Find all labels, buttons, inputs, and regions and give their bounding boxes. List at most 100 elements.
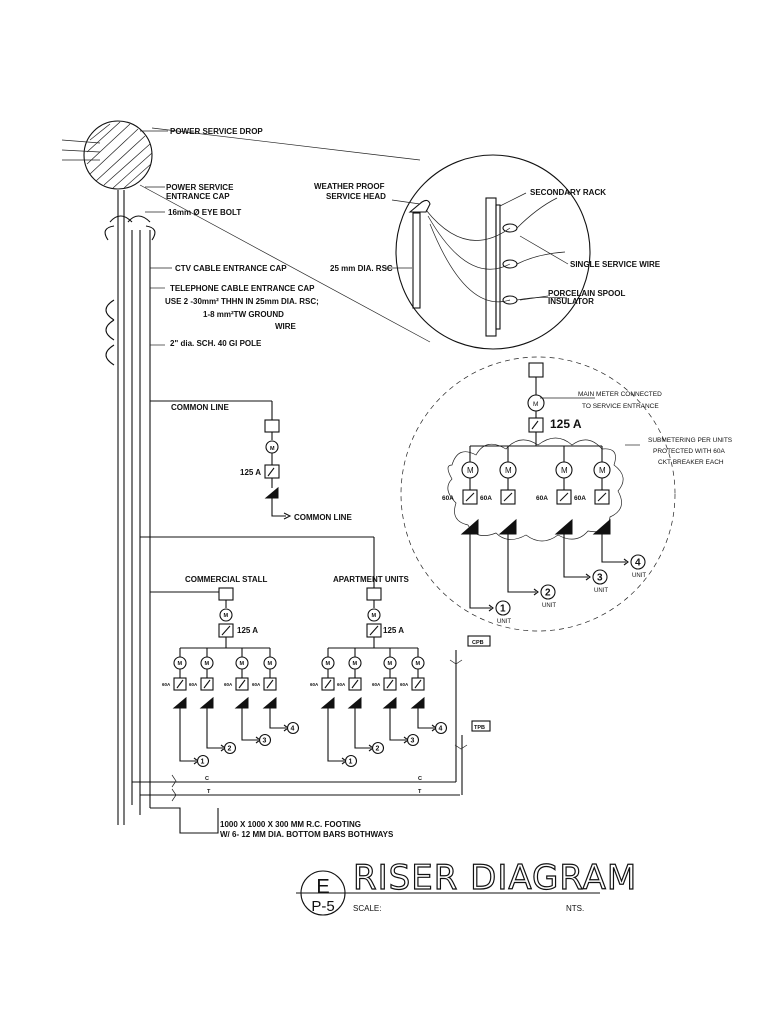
stall-meter-symbol: M (224, 613, 229, 619)
service-head-detail (385, 154, 591, 350)
detail-branch-2-unit-number: 2 (545, 588, 551, 599)
stall-branch-4-meter-symbol: M (268, 661, 273, 667)
service-drop-hatched-circle (83, 120, 153, 190)
label-main-meter-1: MAIN METER CONNECTED (578, 391, 662, 398)
apt-branch-1-unit-number: 1 (349, 759, 353, 766)
main-breaker-box (528, 417, 544, 433)
detail-branch-2-unit-label: UNIT (542, 603, 556, 609)
apt-branch-4-rating: 60A (400, 682, 409, 687)
apt-top-box (366, 587, 382, 601)
detail-branch-2-breaker-contact (503, 492, 513, 502)
apt-branch-4-breaker-contact (414, 679, 422, 689)
label-entrance-cap-2: ENTRANCE CAP (166, 192, 230, 201)
apt-branch-2-unit-number: 2 (376, 746, 380, 753)
label-power-service-drop: POWER SERVICE DROP (170, 127, 263, 136)
detail-branch-3-arrow (585, 573, 591, 581)
sheet-letter: E (316, 876, 329, 898)
apt-branch-4-meter-symbol: M (416, 661, 421, 667)
main-breaker-rating: 125 A (550, 417, 582, 431)
stall-branch-4-breaker-contact (266, 679, 274, 689)
apt-branch-1-rating: 60A (310, 682, 319, 687)
stall-branch-4-disconnect (262, 696, 277, 709)
apt-branch-4-disconnect (410, 696, 425, 709)
detail-branch-4-unit-label: UNIT (632, 573, 646, 579)
apt-branch-3-breaker-contact (386, 679, 394, 689)
label-footing-2: W/ 6- 12 MM DIA. BOTTOM BARS BOTHWAYS (220, 830, 394, 839)
apt-branch-3-rating: 60A (372, 682, 381, 687)
apt-branch-3-disconnect (382, 696, 397, 709)
apt-branch-2-rating: 60A (337, 682, 346, 687)
label-eye-bolt: 16mm Ø EYE BOLT (168, 208, 241, 217)
cable-t-mark-left: T (207, 789, 211, 795)
detail-branch-3-meter-symbol: M (561, 466, 568, 475)
apt-meter-symbol: M (372, 613, 377, 619)
label-wire-spec-1: USE 2 -30mm² THHN IN 25mm DIA. RSC; (165, 297, 319, 306)
stall-branch-3-breaker-contact (238, 679, 246, 689)
label-ctv-cap: CTV CABLE ENTRANCE CAP (175, 264, 287, 273)
weather-head-icon (408, 199, 431, 213)
apt-branch-3-unit-number: 3 (411, 738, 415, 745)
apt-branch-2-disconnect (347, 696, 362, 709)
stall-branch-1-rating: 60A (162, 682, 171, 687)
common-line-branch (150, 400, 292, 520)
detail-branch-1-arrow (488, 604, 494, 612)
service-drop-leader (151, 127, 421, 161)
detail-branch-2-meter-symbol: M (505, 466, 512, 475)
detail-branch-3-rating: 60A (536, 495, 548, 502)
stall-branch-1-unit-bubble (196, 754, 210, 768)
stall-branch-2-rating: 60A (189, 682, 198, 687)
detail-branch-4-breaker-contact (597, 492, 607, 502)
stall-branch-2-meter-symbol: M (205, 661, 210, 667)
stall-branch-3-unit-number: 3 (263, 738, 267, 745)
apt-branch-2-lead (354, 708, 371, 749)
apt-branch-1-meter-symbol: M (326, 661, 331, 667)
apt-branch-2-unit-bubble (371, 741, 385, 755)
apt-main-breaker-contact (369, 625, 379, 636)
label-entrance-cap-1: POWER SERVICE (166, 183, 234, 192)
detail-branch-3-unit-bubble (592, 569, 608, 585)
title-block (296, 870, 600, 916)
stall-branch-2-breaker-contact (203, 679, 211, 689)
label-commercial-stall: COMMERCIAL STALL (185, 575, 267, 584)
apt-branch-3-unit-bubble (406, 733, 420, 747)
stall-branch-2-disconnect (199, 696, 214, 709)
stall-branch-4-unit-number: 4 (291, 726, 295, 733)
apt-branch-1-breaker-contact (324, 679, 332, 689)
detail-branch-4-unit-number: 4 (635, 558, 641, 569)
main-meter-symbol: M (533, 401, 538, 408)
detail-branch-3-breaker-contact (559, 492, 569, 502)
stall-branch-1-lead (179, 708, 196, 762)
detail-branch-2-arrow (533, 588, 539, 596)
detail-branch-3-unit-label: UNIT (594, 588, 608, 594)
label-telephone-cap: TELEPHONE CABLE ENTRANCE CAP (170, 284, 315, 293)
label-footing-1: 1000 X 1000 X 300 MM R.C. FOOTING (220, 820, 361, 829)
detail-branch-1-breaker-contact (465, 492, 475, 502)
cloud-outline (447, 437, 624, 542)
stall-branch-3-rating: 60A (224, 682, 233, 687)
detail-branch-4-unit-bubble (630, 554, 646, 570)
cable-t-mark: T (418, 789, 422, 795)
label-wire-spec-3: WIRE (275, 322, 297, 331)
stall-branch-1-unit-number: 1 (201, 759, 205, 766)
stall-branch-4-lead (269, 708, 286, 729)
label-single-service-wire: SINGLE SERVICE WIRE (570, 260, 661, 269)
footing-outline (150, 807, 219, 834)
label-weather-proof-1: WEATHER PROOF (314, 182, 385, 191)
cpb-box (467, 635, 491, 647)
tpb-box (471, 720, 491, 732)
apt-branch-4-unit-bubble (434, 721, 448, 735)
underground-conduits (132, 650, 468, 834)
common-breaker-rating: 125 A (240, 468, 261, 477)
label-submeter-3: CKT BREAKER EACH (658, 459, 724, 466)
stall-meter (219, 608, 233, 622)
label-main-meter-2: TO SERVICE ENTRANCE (582, 403, 659, 410)
stall-branch-3-lead (241, 708, 258, 741)
stall-branch-2-unit-bubble (223, 741, 237, 755)
apt-branch-4-unit-number: 4 (439, 726, 443, 733)
sheet-number: P-5 (311, 898, 334, 915)
detail-branch-2-rating: 60A (480, 495, 492, 502)
detail-branch-1-rating: 60A (442, 495, 454, 502)
